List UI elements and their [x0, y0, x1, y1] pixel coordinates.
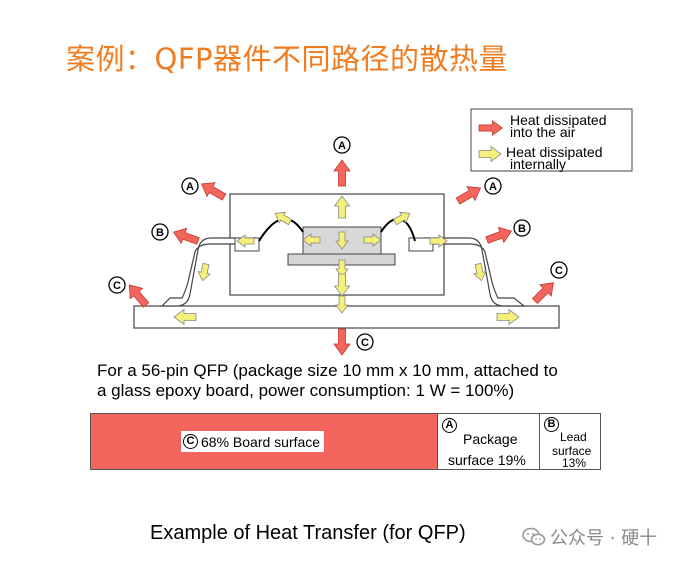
left-lead: [160, 237, 257, 307]
lead-letter: B: [544, 417, 559, 432]
path-label-a-top: A: [338, 140, 346, 152]
legend: [470, 108, 633, 172]
path-label-b-left: B: [156, 227, 164, 239]
package-line1: Package: [463, 431, 518, 447]
package-line2: surface 19%: [448, 452, 526, 468]
lead-line2: surface: [552, 444, 592, 458]
slide-title: 案例：QFP器件不同路径的散热量: [66, 42, 508, 76]
lead-line3: 13%: [562, 456, 587, 470]
lead-line1: Lead: [560, 430, 587, 444]
lead-surface-segment: B Lead surface 13%: [540, 414, 600, 470]
wechat-icon: [522, 527, 546, 546]
legend-internal-line1: Heat dissipated: [506, 144, 603, 160]
figure-caption: Example of Heat Transfer (for QFP): [150, 522, 466, 544]
board-surface-label: C 68% Board surface: [181, 431, 325, 452]
path-label-b-right: B: [518, 223, 526, 235]
heat-breakdown-bar: C 68% Board surface A Package surface 19…: [90, 413, 601, 470]
description-line1: For a 56-pin QFP (package size 10 mm x 1…: [97, 361, 558, 380]
watermark: 公众号 · 硬十: [522, 524, 657, 550]
legend-air-line1: Heat dissipated: [510, 112, 607, 128]
board-surface-text: 68% Board surface: [201, 433, 321, 450]
legend-air-line2: into the air: [510, 124, 576, 140]
path-label-c-right: C: [555, 265, 563, 277]
watermark-text: 公众号 · 硬十: [550, 528, 658, 549]
path-label-circles: [108, 136, 568, 351]
board-surface-segment: C 68% Board surface: [91, 414, 438, 469]
package-surface-segment: A Package surface 19%: [438, 414, 540, 469]
circuit-board: [133, 305, 560, 329]
path-label-c-bottom: C: [361, 337, 369, 349]
package-letter: A: [442, 418, 457, 433]
description-line2: a glass epoxy board, power consumption: …: [97, 381, 515, 400]
path-label-a-right: A: [489, 181, 497, 193]
path-label-a-left: A: [186, 181, 194, 193]
legend-internal-line2: internally: [510, 156, 566, 172]
board-letter: C: [183, 434, 198, 449]
right-lead: [423, 237, 526, 307]
path-label-c-left: C: [113, 280, 121, 292]
